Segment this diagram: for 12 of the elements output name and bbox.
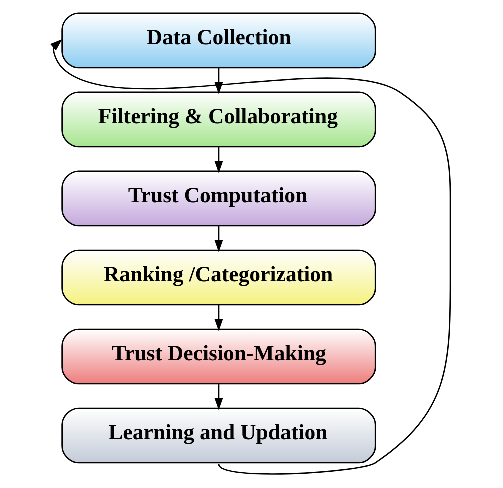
node-box: Filtering & Collaborating xyxy=(61,92,376,148)
node-box: Trust Computation xyxy=(61,170,376,227)
arrow xyxy=(214,68,223,94)
node-box: Ranking /Categorization xyxy=(61,250,376,306)
arrow xyxy=(214,147,223,174)
arrow xyxy=(214,226,223,252)
arrow xyxy=(214,384,223,410)
node-box: Trust Decision-Making xyxy=(61,328,376,385)
arrow xyxy=(214,305,223,332)
arrow xyxy=(50,39,451,475)
node-box: Learning and Updation xyxy=(61,408,376,464)
node-box: Data Collection xyxy=(61,12,376,69)
